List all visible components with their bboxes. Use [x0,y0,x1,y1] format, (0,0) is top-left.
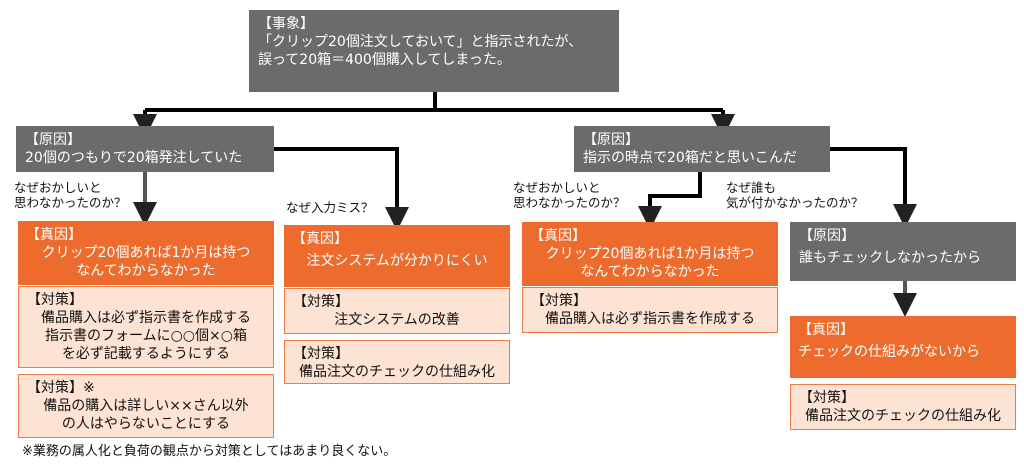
branch2-true-text: 注文システムが分かりにくい [306,253,488,269]
cause-left-box: 【原因】 20個のつもりで20箱発注していた [16,126,274,172]
branch1-measure-head: 【対策】 [27,292,83,308]
question-label-1: なぜおかしいと 思わなかったのか？ [14,180,127,210]
branch2-true-head: 【真因】 [292,231,348,247]
footnote: ※業務の属人化と負荷の観点から対策としてはあまり良くない。 [22,444,397,459]
branch3-true-head: 【真因】 [530,228,586,244]
branch2-measure2-head: 【対策】 [293,346,349,362]
branch4-true-head: 【真因】 [798,322,854,338]
cause-right-box: 【原因】 指示の時点で20箱だと思いこんだ [574,126,830,172]
branch3-measure-head: 【対策】 [531,293,587,309]
cause-right-text: 指示の時点で20箱だと思いこんだ [583,150,797,166]
branch2-measure-text: 注文システムの改善 [334,312,460,328]
event-line-1: 「クリップ20個注文しておいて」と指示されたが、 [258,34,583,50]
branch4-cause-text: 誰もチェックしなかったから [799,250,981,266]
branch3-measure: 【対策】 備品購入は必ず指示書を作成する [522,287,778,333]
event-head: 【事象】 [258,16,314,32]
line-cause-left-to-branch2 [274,147,409,231]
cause-left-text: 20個のつもりで20箱発注していた [25,150,243,166]
line-cause-right-to-branch3 [638,172,702,230]
event-box: 【事象】 「クリップ20個注文しておいて」と指示されたが、 誤って20箱＝400… [249,10,619,92]
branch2-measure: 【対策】 注文システムの改善 [284,288,510,334]
branch2-measure2-text: 備品注文のチェックの仕組み化 [299,364,495,380]
branch4-true-cause: 【真因】 チェックの仕組みがないから [790,316,1016,378]
branch1-true-line-2: なんてわからなかった [76,263,216,279]
branch4-measure-text: 備品注文のチェックの仕組み化 [805,408,1001,424]
branch3-measure-text: 備品購入は必ず指示書を作成する [545,311,755,327]
question-label-4: なぜ誰も 気が付かなかったのか？ [726,180,864,210]
branch1-measure2: 【対策】※ 備品の購入は詳しい××さん以外 の人はやらないことにする [18,374,274,438]
branch1-true-cause: 【真因】 クリップ20個あれば1か月は持つ なんてわからなかった [18,221,274,285]
branch4-true-text: チェックの仕組みがないから [798,344,980,360]
branch1-measure2-head: 【対策】※ [27,380,95,396]
branch2-measure-head: 【対策】 [293,294,349,310]
question-label-2: なぜ入力ミス？ [286,200,374,215]
cause-right-head: 【原因】 [583,132,639,148]
branch4-measure: 【対策】 備品注文のチェックの仕組み化 [790,384,1016,430]
branch1-true-head: 【真因】 [26,227,82,243]
branch1-true-line-1: クリップ20個あれば1か月は持つ [41,245,251,261]
branch2-measure2: 【対策】 備品注文のチェックの仕組み化 [284,340,510,384]
question-label-3: なぜおかしいと 思わなかったのか？ [513,180,626,210]
branch2-true-cause: 【真因】 注文システムが分かりにくい [284,225,510,287]
line-cause-right-to-branch4 [830,147,917,228]
branch3-true-cause: 【真因】 クリップ20個あれば1か月は持つ なんてわからなかった [522,222,778,286]
branch4-measure-head: 【対策】 [799,390,855,406]
event-line-2: 誤って20箱＝400個購入してしまった。 [258,52,511,68]
branch1-measure: 【対策】 備品購入は必ず指示書を作成する 指示書のフォームに○○個×○箱 を必ず… [18,286,274,368]
branch4-cause: 【原因】 誰もチェックしなかったから [790,222,1016,281]
branch4-cause-head: 【原因】 [799,228,855,244]
cause-left-head: 【原因】 [25,132,81,148]
